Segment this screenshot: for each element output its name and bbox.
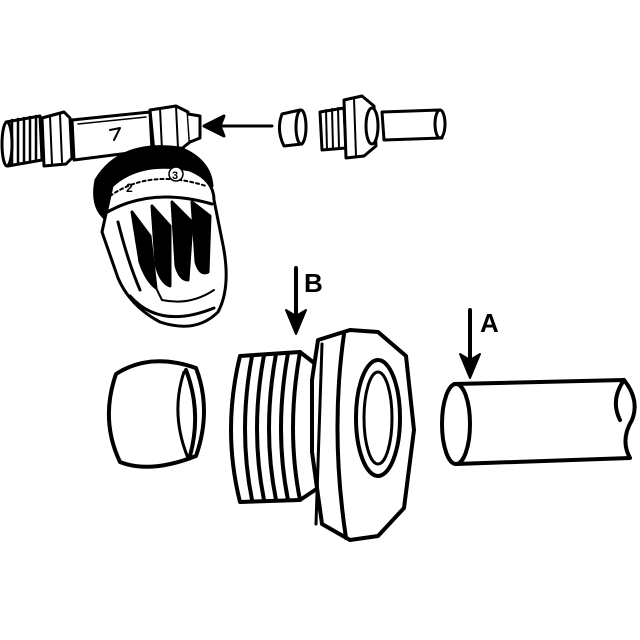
arrow-b bbox=[285, 266, 307, 335]
threaded-fitting bbox=[229, 328, 416, 542]
dial-number-2: 2 bbox=[126, 181, 133, 195]
arrow-a bbox=[459, 308, 481, 379]
lower-detail bbox=[106, 266, 637, 542]
thermostatic-head: 2 3 bbox=[93, 145, 228, 328]
dial-number-3-ring bbox=[168, 166, 184, 182]
label-b: B bbox=[304, 268, 323, 298]
valve-body bbox=[0, 104, 202, 168]
small-compression-ring bbox=[277, 108, 308, 148]
upper-assembly: 2 3 bbox=[0, 94, 447, 328]
label-a: A bbox=[480, 308, 499, 338]
assembly-arrow bbox=[202, 114, 274, 138]
small-fitting-nut bbox=[318, 94, 380, 160]
dial-number-3: 3 bbox=[172, 170, 178, 182]
compression-ring bbox=[106, 359, 206, 469]
small-pipe bbox=[380, 108, 447, 142]
large-pipe bbox=[440, 378, 637, 466]
